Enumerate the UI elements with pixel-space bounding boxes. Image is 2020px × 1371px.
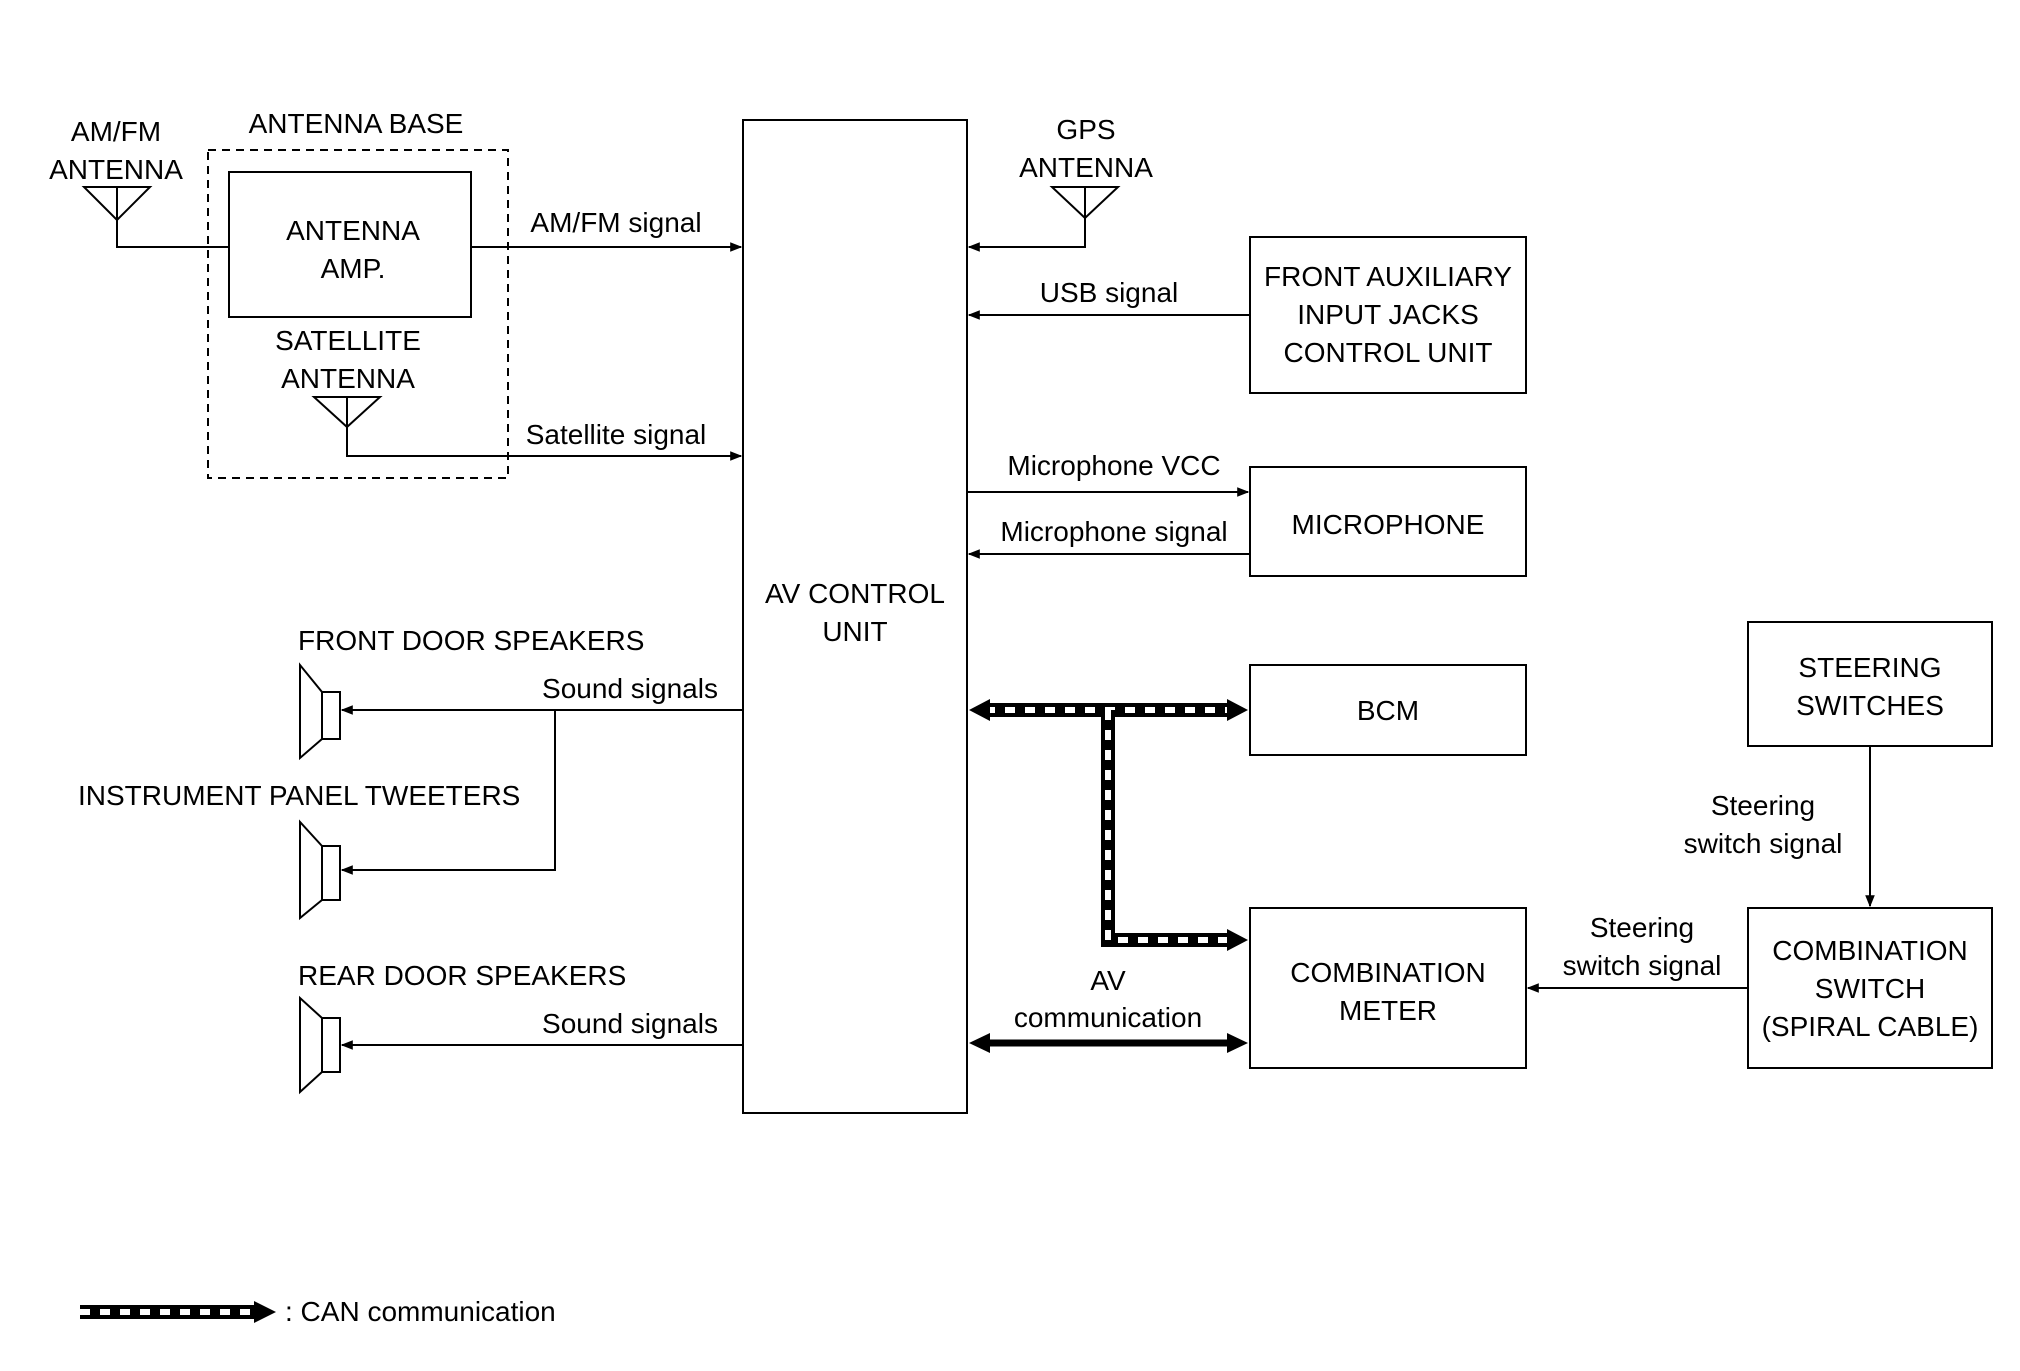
steering-switch-signal-1-label-2: switch signal [1684,828,1843,859]
combination-switch-label-1: COMBINATION [1772,935,1967,966]
antenna-base-dashed-box [207,149,509,479]
satellite-signal-label: Satellite signal [526,419,707,450]
legend-can-arrowhead [254,1301,276,1323]
legend-can-label: : CAN communication [285,1296,556,1327]
can-line-to-meter-pattern [1105,710,1228,943]
bcm-box [1249,664,1527,756]
front-door-speakers-label: FRONT DOOR SPEAKERS [298,625,644,656]
av-control-unit-box [742,119,968,1114]
gps-antenna-label-1: GPS [1056,114,1115,145]
gps-antenna-icon [1049,186,1121,220]
legend: : CAN communication [80,1296,556,1327]
ip-tweeters-label: INSTRUMENT PANEL TWEETERS [78,780,520,811]
antenna-amp-label-2: AMP. [321,253,386,284]
front-door-speaker-icon [299,662,341,761]
combination-switch-label-2: SWITCH [1815,973,1925,1004]
amfm-signal-label: AM/FM signal [530,207,701,238]
satellite-antenna-label-1: SATELLITE [275,325,421,356]
steering-switch-signal-2-label-1: Steering [1590,912,1694,943]
front-aux-label-2: INPUT JACKS [1297,299,1479,330]
steering-switch-signal-2-label-2: switch signal [1563,950,1722,981]
gps-antenna-label-2: ANTENNA [1019,152,1153,183]
front-aux-label-3: CONTROL UNIT [1284,337,1493,368]
amfm-antenna-wire [116,220,229,248]
satellite-antenna-label-2: ANTENNA [281,363,415,394]
antenna-base-group: ANTENNA BASE ANTENNA AMP. SATELLITE ANTE… [207,108,509,479]
av-control-unit-label-2: UNIT [822,616,887,647]
ip-tweeter-speaker-icon [299,819,341,921]
can-arrowhead-av [969,699,990,721]
av-comm-arrowhead-right [1227,1033,1248,1053]
antenna-base-label: ANTENNA BASE [249,108,464,139]
av-communication-label-1: AV [1090,965,1126,996]
antenna-amp-box [228,171,472,318]
gps-signal-line [967,218,1086,252]
can-communication-lines [969,699,1248,951]
satellite-signal-line [346,427,743,461]
front-aux-label-1: FRONT AUXILIARY [1264,261,1512,292]
steering-switches-label-1: STEERING [1798,652,1941,683]
microphone-label: MICROPHONE [1292,509,1485,540]
combination-switch-label-3: (SPIRAL CABLE) [1762,1011,1979,1042]
bcm-label: BCM [1357,695,1419,726]
steering-switches-box [1747,621,1993,747]
av-comm-arrowhead-left [969,1033,990,1053]
combination-meter-box [1249,907,1527,1069]
antenna-amp-label-1: ANTENNA [286,215,420,246]
rear-sound-signal-label: Sound signals [542,1008,718,1039]
amfm-antenna-label-1: AM/FM [71,116,161,147]
satellite-antenna-icon [311,396,383,429]
amfm-antenna-label-2: ANTENNA [49,154,183,185]
microphone-box [1249,466,1527,577]
combination-meter-label-1: COMBINATION [1290,957,1485,988]
usb-signal-label: USB signal [1040,277,1179,308]
microphone-vcc-label: Microphone VCC [1007,450,1220,481]
can-line-to-meter [1101,710,1228,947]
av-communication-label-2: communication [1014,1002,1202,1033]
rear-door-speakers-label: REAR DOOR SPEAKERS [298,960,626,991]
can-arrowhead-bcm [1227,699,1248,721]
steering-switch-signal-1-label-1: Steering [1711,790,1815,821]
av-control-unit-label-1: AV CONTROL [765,578,945,609]
microphone-signal-label: Microphone signal [1000,516,1227,547]
amfm-antenna-icon [81,186,153,222]
front-sound-signal-label: Sound signals [542,673,718,704]
steering-switches-label-2: SWITCHES [1796,690,1944,721]
combination-meter-label-2: METER [1339,995,1437,1026]
rear-door-speaker-icon [299,995,341,1095]
ip-tweeters-sound-line [340,710,556,875]
can-arrowhead-meter [1227,929,1248,951]
